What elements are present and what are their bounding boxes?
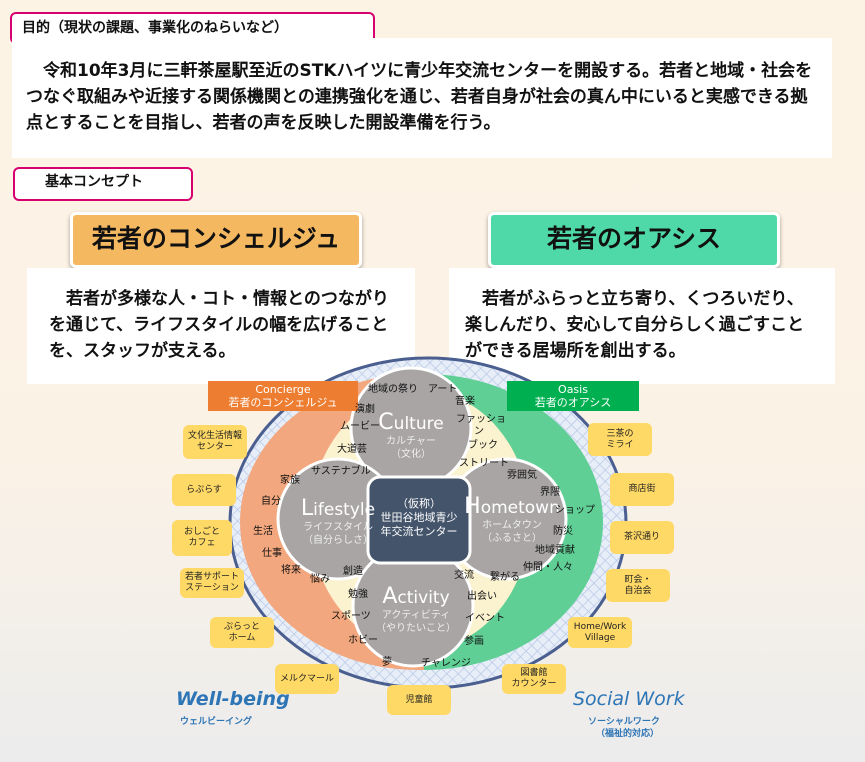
keyword: 大道芸 (337, 444, 367, 455)
keyword: 出会い (467, 591, 497, 602)
org-box: 三茶の ミライ (588, 423, 652, 456)
concept-label: 基本コンセプト (13, 167, 193, 201)
keyword: 演劇 (355, 404, 375, 415)
org-box: 児童館 (387, 685, 451, 715)
socialwork-ja: ソーシャルワーク (588, 717, 660, 727)
org-box: 文化生活情報 センター (183, 425, 247, 459)
keyword: ショップ (555, 505, 595, 516)
keyword: 創造 (343, 566, 363, 577)
keyword: ホビー (348, 635, 378, 646)
org-box: メルクマール (275, 664, 339, 694)
keyword: 生活 (253, 526, 273, 537)
org-box: 図書館 カウンター (502, 664, 566, 694)
keyword: 夢 (382, 657, 392, 668)
oasis-panel: 若者がふらっと立ち寄り、くつろいだり、楽しんだり、安心して自分らしく過ごすことが… (449, 268, 835, 384)
keyword: 地域貢献 (535, 545, 575, 556)
org-box: ぷらっと ホーム (210, 617, 274, 648)
keyword: イベント (465, 613, 505, 624)
org-box: 町会・ 自治会 (606, 569, 670, 602)
org-box: 商店街 (610, 473, 674, 506)
keyword: 勉強 (348, 589, 368, 600)
keyword: チャレンジ (421, 658, 471, 669)
keyword: 仲間・人々 (523, 562, 573, 573)
keyword: ムービー (340, 421, 380, 432)
keyword: 界隈 (540, 487, 560, 498)
keyword: 雰囲気 (507, 470, 537, 481)
keyword: 地域の祭り (368, 384, 418, 395)
keyword: スポーツ (331, 611, 371, 622)
keyword: 仕事 (262, 548, 282, 559)
socialwork-en: Social Work (573, 688, 685, 710)
keyword: 悩み (310, 574, 330, 585)
keyword: 音楽 (455, 396, 475, 407)
keyword: 参画 (464, 636, 484, 647)
keyword: 将来 (281, 565, 301, 576)
keyword: 繋がる (490, 572, 520, 583)
org-box: おしごと カフェ (172, 520, 232, 556)
keyword: 家族 (280, 475, 300, 486)
oasis-title: 若者のオアシス (488, 212, 780, 268)
keyword: 自分 (261, 496, 281, 507)
concierge-panel: 若者が多様な人・コト・情報とのつながりを通じて、ライフスタイルの幅を広げることを… (27, 268, 415, 384)
socialwork-sub: （福祉的対応） (596, 729, 660, 739)
wellbeing-ja: ウェルビーイング (180, 717, 253, 727)
keyword: アート (428, 384, 458, 395)
keyword: サステナブル (311, 466, 371, 477)
keyword: ン (474, 426, 484, 437)
keyword: ブック (468, 440, 498, 451)
concierge-text: 若者が多様な人・コト・情報とのつながりを通じて、ライフスタイルの幅を広げることを… (49, 289, 389, 361)
org-box: 茶沢通り (610, 521, 674, 554)
center-box (366, 475, 472, 565)
wellbeing-en: Well-being (176, 688, 290, 710)
purpose-text: 令和10年3月に三軒茶屋駅至近のSTKハイツに青少年交流センターを開設する。若者… (26, 61, 813, 133)
center-label: （仮称）世田谷地域青少年交流センター (380, 497, 458, 538)
keyword: ストリート (459, 458, 509, 469)
concierge-title: 若者のコンシェルジュ (70, 212, 362, 268)
keyword: 防災 (553, 526, 573, 537)
keyword: 交流 (454, 570, 474, 581)
org-box: Home/Work Village (568, 617, 632, 648)
oasis-text: 若者がふらっと立ち寄り、くつろいだり、楽しんだり、安心して自分らしく過ごすことが… (465, 289, 804, 361)
org-box: 若者サポート ステーション (180, 568, 244, 598)
org-box: らぷらす (172, 474, 236, 506)
keyword: ファッショ (456, 414, 506, 425)
purpose-panel: 令和10年3月に三軒茶屋駅至近のSTKハイツに青少年交流センターを開設する。若者… (12, 38, 832, 158)
